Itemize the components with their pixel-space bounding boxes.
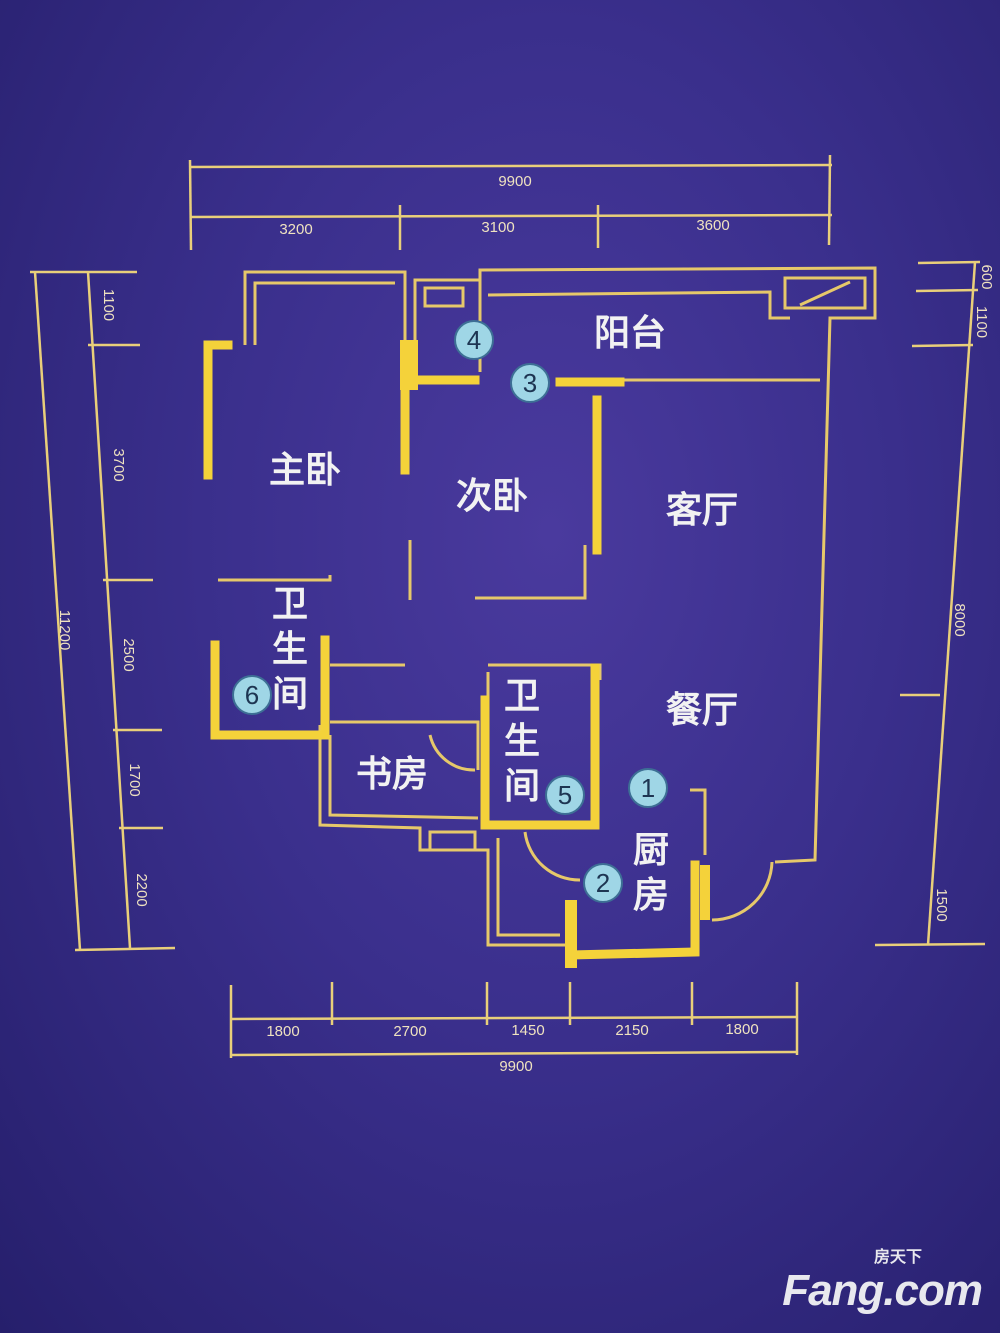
dim-top-total: 9900 (498, 173, 531, 190)
watermark-logo: 房天下 Fang.com (782, 1247, 983, 1315)
svg-text:1: 1 (641, 773, 655, 803)
room-kitchen-char1: 厨 (633, 830, 669, 871)
marker-3: 3 (510, 363, 550, 403)
dim-bottom-3: 1450 (511, 1022, 544, 1039)
room-bathroom-2-char2: 生 (504, 721, 540, 762)
svg-text:4: 4 (467, 325, 481, 355)
dim-left-2: 3700 (110, 448, 127, 481)
dim-bottom-1: 1800 (266, 1023, 299, 1040)
dim-top-1: 3200 (279, 221, 312, 238)
dim-left-1: 1100 (100, 289, 117, 321)
marker-4: 4 (454, 320, 494, 360)
left-dimension: 11200 1100 3700 2500 1700 2200 (30, 270, 176, 952)
dim-left-5: 2200 (133, 873, 150, 906)
room-dining-room: 餐厅 (666, 690, 738, 731)
room-labels: 阳台 主卧 次卧 客厅 卫 生 间 餐厅 卫 生 间 书房 厨 房 (269, 313, 738, 916)
right-dimension: 600 1100 8000 1500 (874, 260, 995, 947)
marker-2: 2 (583, 863, 623, 903)
dim-bottom-total: 9900 (499, 1058, 532, 1075)
dim-bottom-4: 2150 (615, 1022, 648, 1039)
dim-left-total: 11200 (56, 610, 73, 651)
dim-right-2: 1100 (973, 306, 990, 338)
bottom-dimension: 1800 2700 1450 2150 1800 9900 (229, 982, 799, 1075)
marker-1: 1 (628, 768, 668, 808)
room-second-bedroom: 次卧 (456, 476, 528, 517)
room-bathroom-1-char3: 间 (272, 674, 308, 715)
dim-right-4: 1500 (933, 888, 950, 921)
dim-left-4: 1700 (126, 763, 143, 796)
room-bathroom-2-char3: 间 (504, 766, 540, 807)
room-balcony: 阳台 (594, 313, 666, 354)
top-dimension: 9900 3200 3100 3600 (188, 154, 833, 251)
dim-top-3: 3600 (696, 217, 729, 234)
svg-text:6: 6 (245, 680, 259, 710)
dim-top-2: 3100 (481, 219, 514, 236)
dim-right-1: 600 (978, 264, 995, 289)
marker-5: 5 (545, 775, 585, 815)
svg-text:2: 2 (596, 868, 610, 898)
dim-bottom-5: 1800 (725, 1021, 758, 1038)
markers: 1 2 3 4 5 6 (232, 320, 668, 903)
watermark-en: Fang.com (782, 1266, 983, 1315)
room-living-room: 客厅 (666, 490, 738, 531)
dim-right-3: 8000 (951, 603, 968, 636)
dim-left-3: 2500 (120, 638, 137, 671)
marker-6: 6 (232, 675, 272, 715)
room-kitchen-char2: 房 (633, 875, 669, 916)
watermark-cn: 房天下 (873, 1247, 922, 1266)
room-study: 书房 (356, 754, 428, 795)
room-master-bedroom: 主卧 (269, 450, 341, 491)
dim-bottom-2: 2700 (393, 1023, 426, 1040)
svg-text:5: 5 (558, 780, 572, 810)
thin-outlines (218, 266, 877, 947)
svg-text:3: 3 (523, 368, 537, 398)
walls (203, 340, 710, 968)
room-bathroom-1-char1: 卫 (272, 584, 308, 625)
room-bathroom-1-char2: 生 (272, 629, 308, 670)
room-bathroom-2-char1: 卫 (504, 676, 540, 717)
